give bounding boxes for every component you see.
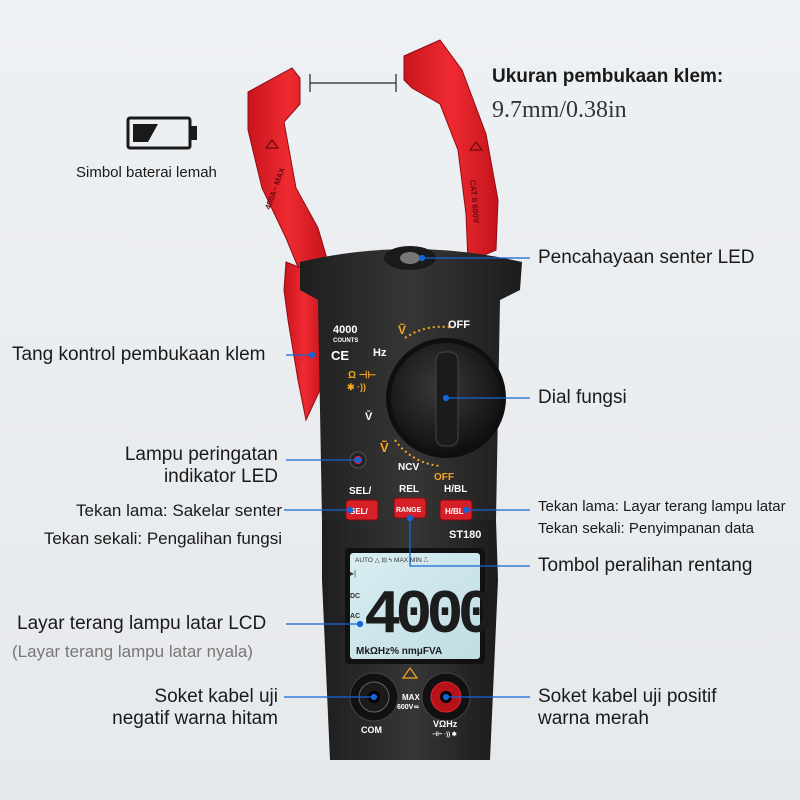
pos-socket-label-2: warna merah bbox=[538, 708, 649, 729]
right-jaw bbox=[403, 39, 499, 263]
range-button-label: RANGE bbox=[396, 507, 422, 514]
hbl-button-label: H/BL bbox=[445, 507, 464, 516]
low-battery-label: Simbol baterai lemah bbox=[76, 164, 217, 181]
battery-low-icon bbox=[126, 116, 197, 150]
neg-socket-label-2: negatif warna hitam bbox=[112, 708, 278, 729]
lcd-indicators: AUTO △ ⊟ ϟ MAX MIN ⎍ bbox=[355, 557, 429, 564]
dial-ohm: Ω ⊣⊢ bbox=[348, 370, 377, 381]
ce-mark: CE bbox=[331, 348, 349, 363]
com-label: COM bbox=[361, 725, 382, 735]
lcd-reading: 4000 bbox=[364, 580, 492, 651]
dial-arc bbox=[404, 325, 454, 339]
sel-button-label: SEL/ bbox=[350, 507, 369, 516]
lcd-screen bbox=[350, 553, 480, 659]
range-button-label: Tombol peralihan rentang bbox=[538, 555, 753, 576]
sel-label: SEL/ bbox=[349, 486, 371, 497]
lcd-backlight-note: (Layar terang lampu latar nyala) bbox=[12, 642, 253, 661]
left-jaw bbox=[247, 67, 329, 273]
dial-dc-v: V̄ bbox=[365, 411, 373, 423]
warning-led-label-2: indikator LED bbox=[163, 466, 278, 487]
vohz-label: VΩHz bbox=[433, 719, 458, 729]
warning-icon bbox=[401, 666, 419, 679]
right-jaw-text: CAT II 600V bbox=[468, 179, 481, 224]
hbl-short-label: Tekan sekali: Penyimpanan data bbox=[538, 520, 754, 537]
neg-socket-label-1: Soket kabel uji bbox=[154, 686, 278, 707]
dial-off-bottom: OFF bbox=[434, 472, 454, 483]
lcd-ac: AC bbox=[350, 613, 360, 620]
warning-icon bbox=[468, 141, 484, 151]
max-label: MAX bbox=[402, 693, 420, 702]
led-flashlight-label: Pencahayaan senter LED bbox=[538, 247, 755, 268]
counts-value: 4000 bbox=[333, 324, 357, 336]
pos-socket-label-1: Soket kabel uji positif bbox=[538, 686, 717, 707]
rel-label: REL bbox=[399, 484, 419, 495]
lcd-backlight-label: Layar terang lampu latar LCD bbox=[17, 613, 267, 634]
sel-long-label: Tekan lama: Sakelar senter bbox=[76, 501, 282, 520]
function-dial-label: Dial fungsi bbox=[538, 387, 627, 408]
hbl-long-label: Tekan lama: Layar terang lampu latar bbox=[538, 498, 786, 515]
lcd-units: MkΩHz% nmμFVA bbox=[356, 646, 442, 657]
dial-ncv: NCV bbox=[398, 462, 419, 473]
clamp-trigger-label: Tang kontrol pembukaan klem bbox=[12, 344, 266, 365]
lcd-dc: DC bbox=[350, 593, 360, 600]
max-value: 600V≂ bbox=[397, 704, 419, 711]
hbl-label: H/BL bbox=[444, 484, 467, 495]
warning-icon bbox=[264, 139, 280, 149]
sel-short-label: Tekan sekali: Pengalihan fungsi bbox=[43, 529, 282, 548]
clamp-opening-value: 9.7mm/0.38in bbox=[492, 97, 627, 123]
dial-off-top: OFF bbox=[448, 319, 470, 331]
callout-lines bbox=[284, 254, 530, 701]
dial-ac-v: Ṽ bbox=[398, 322, 406, 337]
dial-v2: Ṽ bbox=[380, 440, 389, 455]
clamp-opening-title: Ukuran pembukaan klem: bbox=[492, 66, 724, 87]
counts-label: COUNTS bbox=[333, 338, 358, 344]
dial-hz: Hz bbox=[373, 347, 387, 359]
model-label: ST180 bbox=[449, 529, 481, 541]
flashlight-icon bbox=[400, 252, 420, 264]
dial-diode: ✱ ·)) bbox=[347, 382, 366, 392]
vohz-sub: ⊣⊢ ·)) ✱ bbox=[432, 730, 457, 738]
lcd-diode-icon: ▸| bbox=[350, 569, 356, 578]
warning-led-label-1: Lampu peringatan bbox=[124, 444, 278, 465]
